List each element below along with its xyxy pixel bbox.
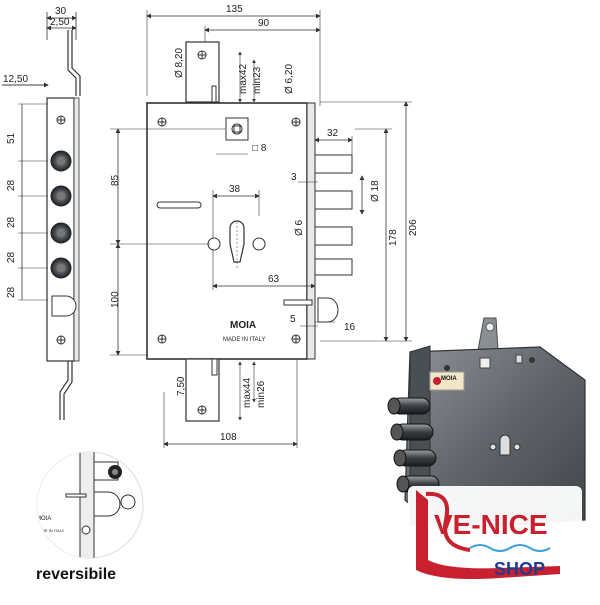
screw-icon [56,115,66,345]
bolt-icon [50,150,72,279]
inset-made-in: MADE IN ITALY [36,528,65,533]
shop-subtitle: SHOP [494,559,545,579]
dim-12-50: 12,50 [3,74,28,85]
dim-206: 206 [408,219,419,236]
dim-square-8: □ 8 [252,143,267,154]
dim-28-d: 28 [6,286,17,298]
dim-28-b: 28 [6,216,17,228]
side-view: 30 2,50 12,50 [2,6,81,420]
dim-max44: max44 [242,378,253,408]
dim-min23: min23 [252,66,263,94]
dim-30: 30 [55,6,67,17]
front-view: 135 90 Ø 8,20 max42 min23 Ø 6,20 □ 8 [110,4,419,448]
dim-d6-20: Ø 6,20 [284,64,295,94]
dim-d8-20: Ø 8,20 [174,48,185,78]
bolts-right [314,154,353,323]
screw-icon [157,117,301,344]
product-photo: MOIA [387,317,586,531]
dim-85: 85 [110,174,121,186]
made-in: MADE IN ITALY [223,337,265,343]
dim-16: 16 [344,322,356,333]
dim-90: 90 [258,18,270,29]
reversible-inset: MOIA MADE IN ITALY [36,451,144,559]
dim-28-a: 28 [6,179,17,191]
dim-51: 51 [6,132,17,144]
dim-100: 100 [110,291,121,308]
dim-32: 32 [327,128,339,139]
dim-max42: max42 [238,64,249,94]
bolt-pins [387,397,440,493]
dim-7-50: 7,50 [176,376,187,396]
dim-d18: Ø 18 [370,180,381,202]
dim-63: 63 [268,274,280,285]
dim-min26: min26 [256,380,267,408]
dim-108: 108 [220,432,237,443]
lock-case [146,102,308,360]
inset-brand: MOIA [36,516,51,522]
dim-178: 178 [388,229,399,246]
dim-28-c: 28 [6,251,17,263]
reversible-caption: reversibile [36,566,117,583]
shop-logo: VE-NICE SHOP [408,486,582,584]
dim-2-50: 2,50 [50,17,70,28]
dim-135: 135 [226,4,243,15]
dim-d6: Ø 6 [294,219,305,236]
dim-3: 3 [291,172,297,183]
cylinder-hole [207,220,266,268]
dim-38: 38 [229,184,241,195]
shop-name: VE-NICE [434,509,548,540]
lock-brand: MOIA [230,320,256,331]
photo-badge: MOIA [441,376,457,382]
dim-5: 5 [290,314,296,325]
